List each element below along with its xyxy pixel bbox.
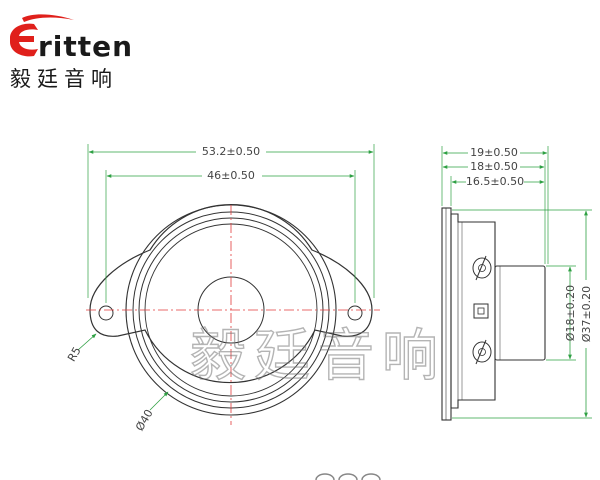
mount-hole-left bbox=[98, 305, 114, 321]
dim-label-magnet-diameter: Ø18±0.20 bbox=[564, 285, 577, 341]
dim-label-depth-mid: 18±0.50 bbox=[470, 160, 518, 173]
watermark: 毅廷音响 bbox=[189, 323, 446, 389]
dim-label-frame-diameter: Ø37±0.20 bbox=[580, 286, 593, 342]
dim-label-depth-magnet: 16.5±0.50 bbox=[466, 175, 524, 188]
terminal-bottom bbox=[472, 339, 492, 365]
logo-e-mark bbox=[10, 14, 74, 57]
brand-logo: ritten 毅廷音响 bbox=[10, 14, 133, 91]
dim-label-outer-width: 53.2±0.50 bbox=[202, 145, 260, 158]
terminal-center bbox=[473, 303, 489, 319]
dim-leader-radius bbox=[77, 333, 97, 351]
dim-label-radius: R5 bbox=[65, 345, 84, 364]
dim-label-hole-spacing: 46±0.50 bbox=[207, 169, 255, 182]
dim-label-diameter: Ø40 bbox=[133, 407, 156, 433]
watermark-text: 毅廷音响 bbox=[190, 324, 446, 389]
cropped-bottom-marks bbox=[315, 473, 381, 480]
front-view: 53.2±0.50 46±0.50 R5 Ø40 bbox=[65, 143, 380, 433]
mount-hole-right bbox=[347, 305, 363, 321]
logo-latin-text: ritten bbox=[38, 30, 133, 63]
side-view: 19±0.50 18±0.50 16.5±0.50 Ø18±0.20 Ø37±0… bbox=[441, 145, 593, 421]
side-magnet bbox=[494, 265, 546, 361]
dim-leader-diameter bbox=[149, 391, 169, 411]
logo-chinese-text: 毅廷音响 bbox=[10, 67, 118, 91]
terminal-top bbox=[472, 255, 492, 281]
dim-label-depth-total: 19±0.50 bbox=[470, 146, 518, 159]
